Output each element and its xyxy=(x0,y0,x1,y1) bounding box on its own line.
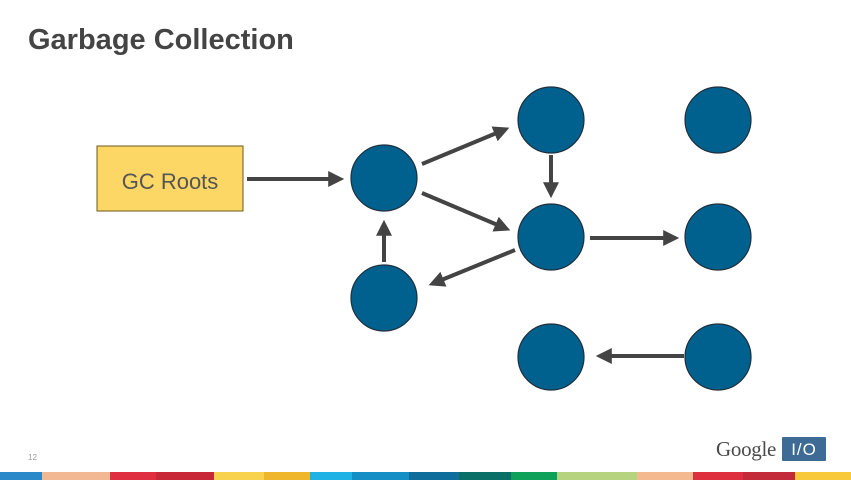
node-f xyxy=(350,264,418,332)
node-e xyxy=(684,203,752,271)
node-c xyxy=(517,203,585,271)
stripe-segment xyxy=(0,472,42,480)
stripe-segment xyxy=(352,472,409,480)
stripe-segment xyxy=(743,472,795,480)
logo-text: Google xyxy=(716,436,777,461)
footer-color-stripe xyxy=(0,472,851,480)
stripe-segment xyxy=(637,472,693,480)
node-g xyxy=(517,323,585,391)
nodes xyxy=(350,86,752,391)
stripe-segment xyxy=(214,472,264,480)
stripe-segment xyxy=(264,472,310,480)
stripe-segment xyxy=(156,472,214,480)
edge-a-to-b xyxy=(421,126,510,166)
stripe-segment xyxy=(511,472,557,480)
stripe-segment xyxy=(409,472,459,480)
node-h xyxy=(684,323,752,391)
gc-roots-label: GC Roots xyxy=(122,169,219,194)
gc-diagram: GC Roots xyxy=(96,86,752,391)
stripe-segment xyxy=(310,472,352,480)
stripe-segment xyxy=(557,472,637,480)
gc-roots-box xyxy=(96,145,244,212)
edge-c-to-f xyxy=(428,248,516,287)
gc-roots: GC Roots xyxy=(96,145,244,212)
stripe-segment xyxy=(795,472,851,480)
edges xyxy=(247,126,684,364)
slide-title: Garbage Collection xyxy=(28,24,294,56)
node-d xyxy=(684,86,752,154)
stripe-segment xyxy=(42,472,110,480)
page-number: 12 xyxy=(28,453,37,462)
io-badge: I/O xyxy=(782,437,827,461)
google-io-logo: Google I/O xyxy=(716,436,827,462)
stripe-segment xyxy=(693,472,743,480)
node-a xyxy=(350,144,418,212)
edge-a-to-c xyxy=(421,191,511,232)
stripe-segment xyxy=(459,472,511,480)
stripe-segment xyxy=(110,472,156,480)
node-b xyxy=(517,86,585,154)
